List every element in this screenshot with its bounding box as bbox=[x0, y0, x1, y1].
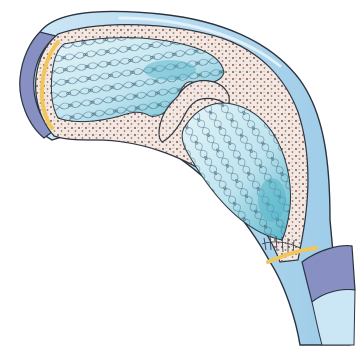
lumen-deep-spot bbox=[258, 178, 286, 222]
lumen-deep-spot bbox=[144, 60, 196, 80]
